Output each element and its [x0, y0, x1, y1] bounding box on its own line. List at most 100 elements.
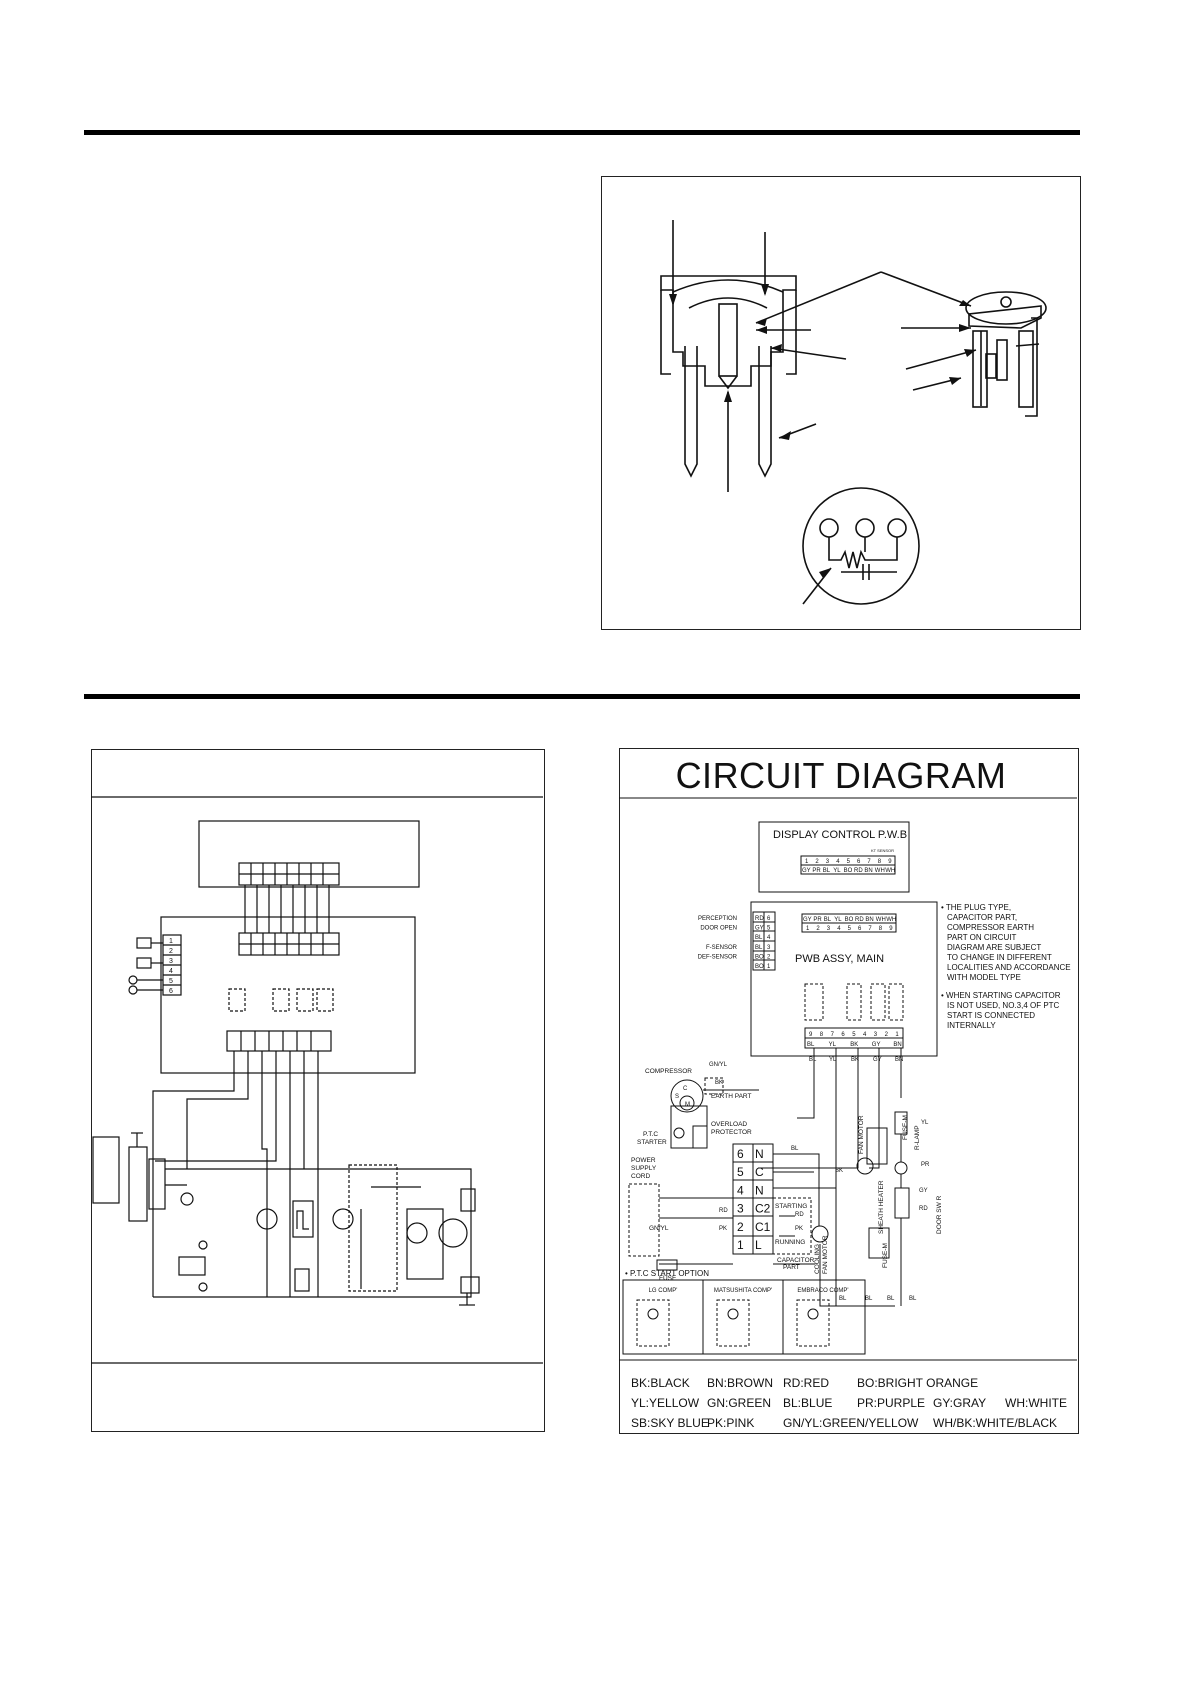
note-line: • WHEN STARTING CAPACITOR — [941, 991, 1061, 1000]
left-connector-label: DOOR OPEN — [700, 926, 737, 932]
connector-pin-number: 3 — [827, 926, 831, 932]
bottom-connector-color: YL — [829, 1042, 837, 1048]
left-connector-label: PERCEPTION — [698, 916, 737, 922]
connector-pin-color: WH — [886, 917, 896, 923]
connector-pin-color: RD — [855, 917, 864, 923]
legend-entry: PR:PURPLE — [857, 1396, 926, 1410]
connector-pin-color: PR — [812, 868, 821, 874]
legend-entry: WH:WHITE — [1005, 1396, 1067, 1410]
compressor-label: COMPRESSOR — [645, 1068, 692, 1075]
legend-entry: SB:SKY BLUE — [631, 1416, 709, 1430]
connector-pin-color: BO — [845, 917, 854, 923]
gnyl-label: GN/YL — [649, 1225, 669, 1232]
bottom-connector-pin: 9 — [809, 1032, 813, 1038]
wire-label-bl-5: BL — [887, 1296, 895, 1302]
bottom-connector-color: BL — [807, 1042, 815, 1048]
terminal-letter: C2 — [755, 1202, 771, 1216]
display-control-box — [758, 821, 910, 893]
wire-label-bk-3: BK — [715, 1080, 723, 1086]
comp-pin-s: S — [675, 1094, 679, 1100]
running-label: RUNNING — [775, 1239, 805, 1246]
wire-label-rd-2: RD — [919, 1206, 928, 1212]
legend-entry: PK:PINK — [707, 1416, 755, 1430]
legend-entry: BN:BROWN — [707, 1376, 773, 1390]
left-connector-pin: 4 — [767, 935, 771, 941]
terminal-letter: N — [755, 1147, 764, 1161]
note-line: TO CHANGE IN DIFFERENT — [947, 953, 1052, 962]
left-lamp-circle — [180, 1192, 194, 1206]
left-schematic-row-labels: 1 2 3 4 5 6 — [169, 938, 173, 995]
legend-entry: BO:BRIGHT ORANGE — [857, 1376, 979, 1390]
ptc-right-pin — [758, 346, 772, 478]
circuit-notes: • THE PLUG TYPE,CAPACITOR PART,COMPRESSO… — [941, 903, 1071, 1030]
terminal-letter: L — [755, 1238, 762, 1252]
connector-pin-color: YL — [834, 917, 842, 923]
overload-label: OVERLOAD — [711, 1121, 747, 1128]
comp-pin-c: C — [683, 1086, 688, 1092]
note-line: CAPACITOR PART, — [947, 913, 1017, 922]
ptc-option-embraco: EMBRACO COMP' — [797, 1288, 848, 1294]
connector-pin-color: BL — [824, 917, 832, 923]
connector-pin-color: GY — [803, 917, 812, 923]
section-rule-middle — [84, 694, 1080, 699]
ptc-option-title: • P.T.C START OPTION — [625, 1269, 709, 1278]
wire-label-rd-3: RD — [795, 1212, 804, 1218]
sheath-heater-label: SHEATH HEATER — [878, 1180, 885, 1234]
fan-motor-label-2: FAN MOTOR — [822, 1235, 829, 1274]
connector-pin-number: 2 — [816, 926, 820, 932]
fuse-label: FUSE — [659, 1275, 677, 1282]
left-connector-pin: 1 — [767, 964, 771, 970]
terminal-number: 2 — [737, 1220, 744, 1234]
bottom-connector-pin: 1 — [895, 1032, 899, 1038]
ptc-illustration-panel — [601, 176, 1081, 630]
protector-label: PROTECTOR — [711, 1129, 752, 1136]
terminal-letter: C — [755, 1165, 764, 1179]
row-label: 3 — [169, 958, 173, 965]
note-line: START IS CONNECTED — [947, 1011, 1035, 1020]
connector-pin-number: 7 — [868, 926, 872, 932]
fan-motor-label: FAN MOTOR — [858, 1115, 865, 1154]
earth-part-label: EARTH PART — [711, 1093, 751, 1100]
note-line: DIAGRAM ARE SUBJECT — [947, 943, 1041, 952]
note-line: INTERNALLY — [947, 1021, 996, 1030]
capacitor-label: CAPACITOR — [777, 1257, 815, 1264]
left-connector-label: F-SENSOR — [706, 945, 738, 951]
display-control-label: DISPLAY CONTROL P.W.B — [773, 829, 907, 841]
circuit-diagram-panel — [619, 748, 1079, 1434]
wire-label-gy: GY — [873, 1057, 882, 1063]
connector-pin-number: 4 — [836, 859, 840, 865]
wire-label-bl-6: BL — [909, 1296, 917, 1302]
terminal-number: 5 — [737, 1165, 744, 1179]
connector-pin-color: PR — [813, 917, 822, 923]
left-main-box — [160, 916, 416, 1074]
section-rule-top — [84, 130, 1080, 135]
wire-label-pk-2: PK — [795, 1226, 803, 1232]
ptc-left-pin — [684, 346, 698, 478]
ptc-label: P.T.C — [643, 1131, 658, 1138]
legend-entry: GY:GRAY — [933, 1396, 987, 1410]
ptc-option-box — [622, 1279, 866, 1355]
legend-entry: RD:RED — [783, 1376, 830, 1390]
connector-pin-color: BN — [865, 917, 873, 923]
left-connector-pin: 2 — [767, 954, 771, 960]
bottom-connector-color: BN — [893, 1042, 901, 1048]
connector-pin-number: 1 — [805, 859, 809, 865]
row-label: 6 — [169, 988, 173, 995]
bottom-connector-color: BK — [850, 1042, 858, 1048]
left-connector-pin: 5 — [767, 926, 771, 932]
bottom-connector-pin: 4 — [863, 1032, 867, 1038]
connector-pin-color: BO — [844, 868, 853, 874]
wire-label-yl-2: YL — [921, 1120, 929, 1126]
terminal-number: 1 — [737, 1238, 744, 1252]
connector-pin-number: 5 — [848, 926, 852, 932]
wire-label-gy-2: GY — [919, 1188, 928, 1194]
wire-label-bl: BL — [809, 1057, 817, 1063]
cord-label: CORD — [631, 1173, 650, 1180]
circuit-diagram: DISPLAY CONTROL P.W.B KT SENSOR PWB ASSY… — [619, 797, 1077, 1361]
note-line: PART ON CIRCUIT — [947, 933, 1016, 942]
connector-pin-number: 7 — [867, 859, 871, 865]
bottom-connector-pin: 5 — [852, 1032, 856, 1038]
connector-pin-color: RD — [854, 868, 863, 874]
